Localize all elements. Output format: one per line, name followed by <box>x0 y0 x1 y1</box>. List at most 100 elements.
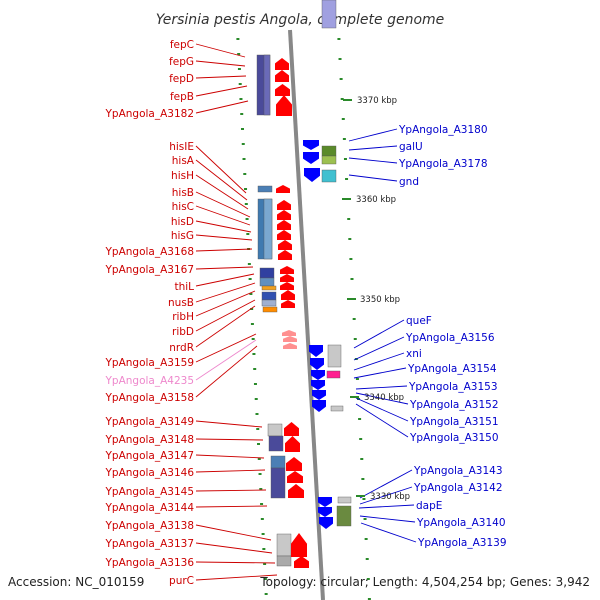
gene-label-xni[interactable]: xni <box>406 348 422 360</box>
gene-label-YpAngola_A3168[interactable]: YpAngola_A3168 <box>104 246 194 258</box>
gene-label-hisC[interactable]: hisC <box>172 201 194 213</box>
gene-label-YpAngola_A3139[interactable]: YpAngola_A3139 <box>417 537 507 549</box>
forward-gene-arrow <box>286 457 302 471</box>
tick-mark <box>256 428 260 430</box>
gene-label-YpAngola_A3153[interactable]: YpAngola_A3153 <box>408 381 498 393</box>
gene-label-hisG[interactable]: hisG <box>171 230 194 242</box>
gene-label-YpAngola_A3137[interactable]: YpAngola_A3137 <box>104 538 194 550</box>
reverse-gene-arrow <box>318 497 332 507</box>
gene-label-YpAngola_A3180[interactable]: YpAngola_A3180 <box>398 124 488 136</box>
gene-label-YpAngola_A3156[interactable]: YpAngola_A3156 <box>405 332 495 344</box>
gene-label-YpAngola_A3152[interactable]: YpAngola_A3152 <box>409 399 499 411</box>
gene-label-ribH[interactable]: ribH <box>172 311 194 323</box>
gene-label-purC[interactable]: purC <box>169 575 194 587</box>
gene-label-YpAngola_A3145[interactable]: YpAngola_A3145 <box>104 486 194 498</box>
gene-label-gnd[interactable]: gnd <box>399 176 419 188</box>
gene-label-YpAngola_A3182[interactable]: YpAngola_A3182 <box>104 108 194 120</box>
gene-blocks <box>256 0 352 568</box>
kbp-tick-mark <box>356 495 365 497</box>
gene-label-fepC[interactable]: fepC <box>170 39 194 51</box>
tick-mark <box>243 173 247 175</box>
tick-mark <box>355 378 359 380</box>
gene-label-YpAngola_A3147[interactable]: YpAngola_A3147 <box>104 450 194 462</box>
tick-mark <box>340 98 344 100</box>
forward-gene-arrow <box>291 533 307 557</box>
gene-label-dapE[interactable]: dapE <box>416 500 442 512</box>
gene-label-YpAngola_A3167[interactable]: YpAngola_A3167 <box>104 264 194 276</box>
tick-mark <box>237 53 241 55</box>
reverse-gene-arrow <box>319 517 333 529</box>
gene-label-hisB[interactable]: hisB <box>172 187 194 199</box>
kbp-tick-label: 3340 kbp <box>364 393 404 403</box>
gene-label-YpAngola_A3149[interactable]: YpAngola_A3149 <box>104 416 194 428</box>
gene-label-fepB[interactable]: fepB <box>170 91 194 103</box>
tick-mark <box>353 338 357 340</box>
leader-line <box>195 299 256 332</box>
leader-line <box>353 367 407 379</box>
gene-label-YpAngola_A3151[interactable]: YpAngola_A3151 <box>409 416 499 428</box>
gene-label-thiL[interactable]: thiL <box>174 281 194 293</box>
gene-label-YpAngola_A3136[interactable]: YpAngola_A3136 <box>104 557 194 569</box>
gene-label-YpAngola_A3158[interactable]: YpAngola_A3158 <box>104 392 194 404</box>
leader-line <box>195 290 256 317</box>
gene-block <box>327 344 342 368</box>
gene-block <box>276 555 292 567</box>
gene-label-queF[interactable]: queF <box>406 315 432 327</box>
leader-line <box>195 273 255 287</box>
leader-line <box>348 145 398 151</box>
gene-block <box>321 0 337 29</box>
tick-mark <box>246 233 250 235</box>
tick-mark <box>254 398 258 400</box>
leader-line <box>358 504 415 509</box>
leader-line <box>359 515 416 523</box>
tick-mark <box>363 518 367 520</box>
gene-label-hisH[interactable]: hisH <box>171 170 194 182</box>
gene-label-hisIE[interactable]: hisIE <box>169 141 194 153</box>
gene-block <box>330 405 344 412</box>
gene-block <box>276 533 292 557</box>
gene-label-ribD[interactable]: ribD <box>172 326 194 338</box>
gene-label-YpAngola_A3144[interactable]: YpAngola_A3144 <box>104 502 194 514</box>
leader-line <box>195 234 253 241</box>
gene-label-YpAngola_A3154[interactable]: YpAngola_A3154 <box>407 363 497 375</box>
gene-block <box>321 155 337 165</box>
gene-label-YpAngola_A3150[interactable]: YpAngola_A3150 <box>409 432 499 444</box>
gene-label-YpAngola_A3148[interactable]: YpAngola_A3148 <box>104 434 194 446</box>
gene-label-YpAngola_A3146[interactable]: YpAngola_A3146 <box>104 467 194 479</box>
leader-line <box>195 542 273 554</box>
tick-mark <box>337 38 341 40</box>
gene-label-YpAngola_A4235[interactable]: YpAngola_A4235 <box>104 375 194 387</box>
tick-mark <box>250 323 254 325</box>
tick-mark <box>362 498 366 500</box>
gene-block <box>321 145 337 157</box>
tick-mark <box>252 353 256 355</box>
gene-label-YpAngola_A3142[interactable]: YpAngola_A3142 <box>413 482 503 494</box>
reverse-gene-arrow <box>318 507 332 517</box>
gene-label-nusB[interactable]: nusB <box>168 297 194 309</box>
gene-label-YpAngola_A3159[interactable]: YpAngola_A3159 <box>104 357 194 369</box>
gene-block <box>337 496 352 504</box>
gene-label-hisA[interactable]: hisA <box>172 155 195 167</box>
gene-label-YpAngola_A3178[interactable]: YpAngola_A3178 <box>398 158 488 170</box>
tick-mark <box>359 438 363 440</box>
gene-label-fepD[interactable]: fepD <box>169 73 194 85</box>
tick-mark <box>361 478 365 480</box>
gene-label-hisD[interactable]: hisD <box>171 216 194 228</box>
leader-line <box>353 336 405 361</box>
gene-label-YpAngola_A3140[interactable]: YpAngola_A3140 <box>416 517 506 529</box>
gene-label-YpAngola_A3138[interactable]: YpAngola_A3138 <box>104 520 194 532</box>
gene-label-nrdR[interactable]: nrdR <box>169 342 194 354</box>
leader-line <box>195 205 251 226</box>
gene-label-YpAngola_A3143[interactable]: YpAngola_A3143 <box>413 465 503 477</box>
gene-block <box>261 291 277 301</box>
forward-gene-arrow <box>282 330 296 336</box>
gene-label-galU[interactable]: galU <box>399 141 423 153</box>
reverse-gene-arrow <box>310 358 324 370</box>
gene-block <box>268 435 284 452</box>
tick-mark <box>352 318 356 320</box>
tick-mark <box>238 83 242 85</box>
forward-gene-arrow <box>283 343 297 349</box>
forward-gene-arrow <box>280 274 294 282</box>
gene-label-fepG[interactable]: fepG <box>169 56 194 68</box>
